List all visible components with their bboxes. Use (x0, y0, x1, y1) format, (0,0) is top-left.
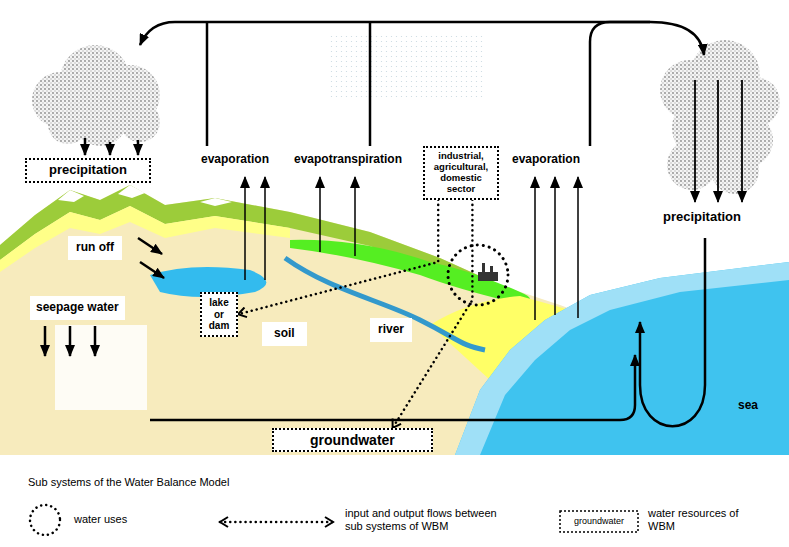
evaporation-arrow (319, 177, 321, 252)
water-use-box: industrial, agricultural, domestic secto… (423, 146, 499, 200)
factory-icon (478, 272, 498, 281)
cycle-arrow (590, 22, 704, 146)
evaporation-arrow (264, 177, 266, 280)
runoff-arrow (138, 238, 162, 254)
resource-box: river (370, 318, 412, 342)
cloud-puff (667, 140, 717, 190)
rain-arrow (717, 80, 719, 202)
node-text: precipitation (663, 210, 741, 225)
legend-text: input and output flows between sub syste… (345, 507, 505, 533)
node-text: industrial, agricultural, domestic secto… (429, 151, 493, 195)
snow-cap (200, 198, 232, 206)
node-text: evaporation (201, 153, 269, 167)
process-box: seepage water (30, 296, 125, 320)
process-box: evaporation (196, 148, 274, 172)
sea (455, 262, 789, 455)
cloud-left (32, 45, 160, 146)
resource-box: lake or dam (200, 292, 238, 337)
rain-arrow (84, 138, 87, 155)
legend-box-sample (560, 511, 638, 532)
legend-text: water uses (74, 513, 194, 526)
river (285, 258, 485, 350)
seepage-arrow (44, 326, 47, 356)
cycle-line (369, 22, 372, 146)
process-box: run off (68, 236, 122, 260)
node-text: run off (76, 241, 114, 255)
cloud-right (660, 40, 780, 194)
node-text: groundwater (310, 432, 395, 448)
legend-sample-text: groundwater (560, 511, 638, 532)
rain-arrow (694, 80, 696, 202)
seepage-area (55, 325, 147, 410)
cloud-puff (120, 102, 160, 142)
rain-arrow (137, 140, 140, 155)
process-box: precipitation (655, 205, 749, 230)
rain-arrow (741, 80, 743, 202)
resource-box: precipitation (25, 158, 151, 183)
process-box: evapotranspiration (289, 148, 407, 172)
cloud-puff (48, 104, 88, 144)
mountain-band (0, 206, 290, 272)
snow-cap (58, 190, 84, 202)
legend-circle-sample (30, 505, 60, 535)
cycle-line (206, 22, 209, 146)
node-text: lake or dam (205, 297, 233, 332)
flow-connector (238, 200, 438, 315)
shallow-water (455, 262, 789, 455)
vegetation (290, 240, 530, 304)
region-box: soil (262, 322, 307, 346)
legend-title: Sub systems of the Water Balance Model (28, 476, 229, 488)
evaporation-arrow (244, 177, 246, 280)
node-text: evaporation (512, 153, 580, 167)
legend-text: water resources of WBM (648, 507, 760, 533)
runoff-arrow (140, 262, 164, 278)
evaporation-arrow (554, 177, 556, 315)
cycle-arrow (140, 22, 650, 45)
rain-arrow (109, 142, 112, 155)
sea-return-arrow (640, 238, 705, 426)
node-text: precipitation (49, 163, 127, 178)
cycle-arrows (45, 22, 742, 426)
node-text: soil (274, 327, 295, 341)
evaporation-arrow (577, 177, 579, 318)
seepage-arrow (94, 326, 97, 356)
water-uses-circle (448, 245, 508, 305)
factory-chimney (482, 263, 485, 272)
process-box: evaporation (507, 148, 585, 172)
stipple-area (330, 32, 485, 97)
groundwater-flow-arrow (150, 355, 635, 420)
legend-arrow-sample (220, 521, 333, 524)
node-text: evapotranspiration (294, 153, 402, 167)
factory-chimney (490, 266, 493, 272)
node-text: river (378, 323, 404, 337)
snow-cap (118, 185, 145, 198)
mountain-slope (0, 185, 500, 296)
region-label: sea (738, 398, 758, 412)
evaporation-arrow (534, 177, 536, 320)
flow-connector (393, 200, 473, 428)
resource-box: groundwater (272, 428, 433, 452)
evaporation-arrow (354, 177, 356, 256)
seepage-arrow (69, 326, 72, 356)
node-text: seepage water (36, 301, 119, 315)
